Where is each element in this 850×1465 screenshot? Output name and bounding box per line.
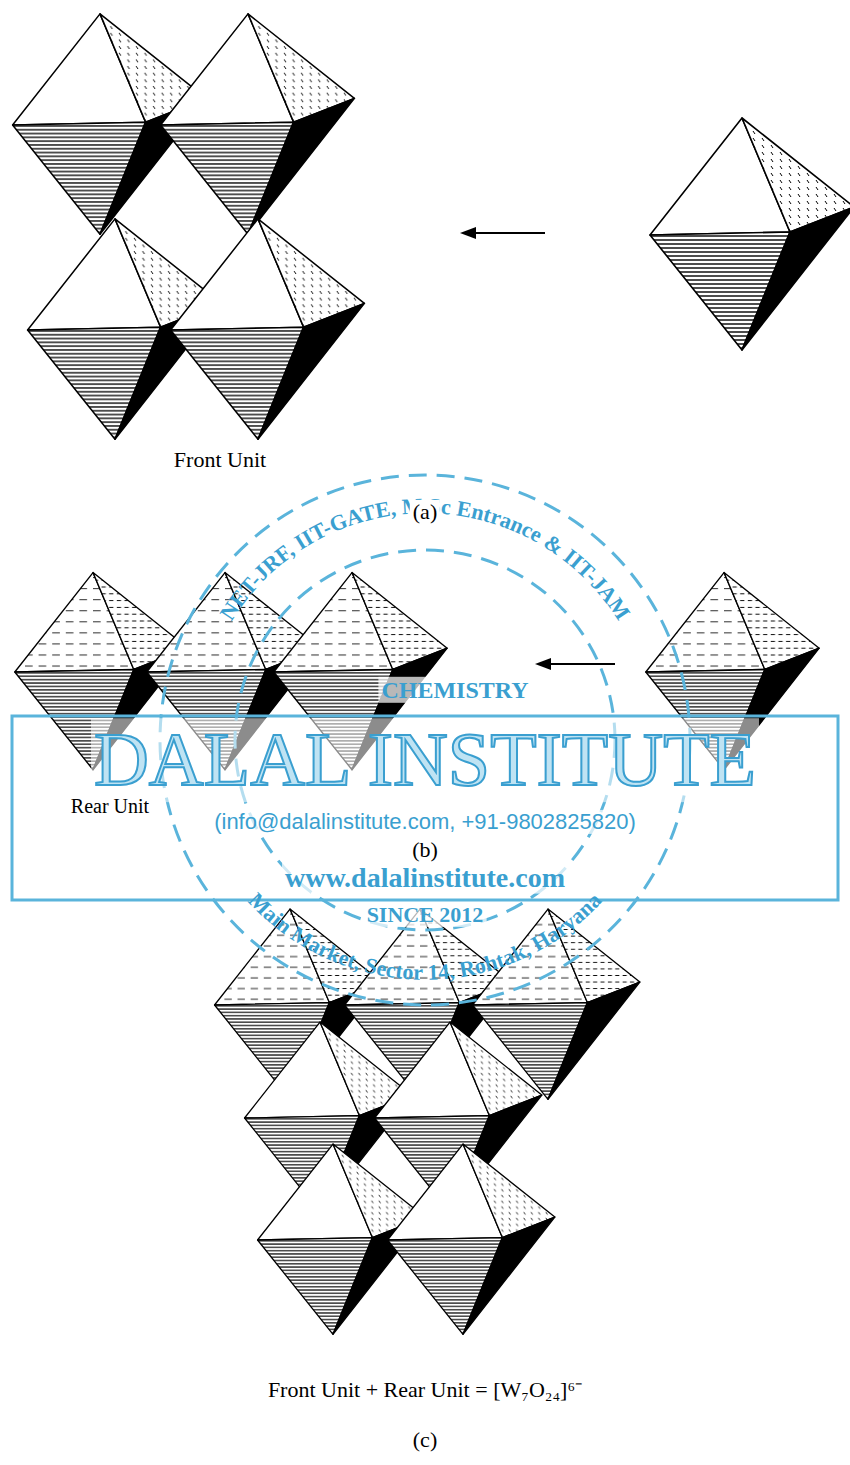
octahedron bbox=[171, 219, 365, 439]
seal-arc-text: Main Market, Sector 14, Rohtak, Haryana bbox=[244, 887, 606, 984]
watermark-text: CHEMISTRY bbox=[378, 677, 531, 703]
arrow-line bbox=[547, 663, 615, 665]
arrow-head bbox=[460, 227, 476, 239]
watermark-text: (info@dalalinstitute.com, +91-9802825820… bbox=[211, 810, 639, 834]
panel-label: (a) bbox=[410, 500, 440, 524]
watermark-text: www.dalalinstitute.com bbox=[282, 863, 568, 894]
arrow-line bbox=[472, 232, 545, 234]
seal-arc-text: NET-JRF, IIT-GATE, M.Sc Entrance & IIT-J… bbox=[215, 493, 636, 625]
seal-text: NET-JRF, IIT-GATE, M.Sc Entrance & IIT-J… bbox=[215, 493, 636, 625]
watermark-box bbox=[12, 716, 838, 900]
panel-label: (c) bbox=[410, 1428, 440, 1452]
arrow-head bbox=[535, 658, 551, 670]
octahedron bbox=[650, 118, 850, 350]
watermark-title: DALAL INSTITUTE bbox=[91, 718, 759, 802]
caption-formula: Front Unit + Rear Unit = [W₇O₂₄]⁶⁻ bbox=[265, 1378, 585, 1402]
panel-label: (b) bbox=[409, 838, 441, 862]
seal-text: Main Market, Sector 14, Rohtak, Haryana bbox=[244, 887, 606, 984]
octahedron bbox=[388, 1144, 555, 1334]
octahedron bbox=[161, 14, 355, 234]
unit-label: Rear Unit bbox=[68, 795, 152, 817]
unit-label: Front Unit bbox=[171, 448, 269, 472]
watermark-text: SINCE 2012 bbox=[364, 903, 487, 927]
